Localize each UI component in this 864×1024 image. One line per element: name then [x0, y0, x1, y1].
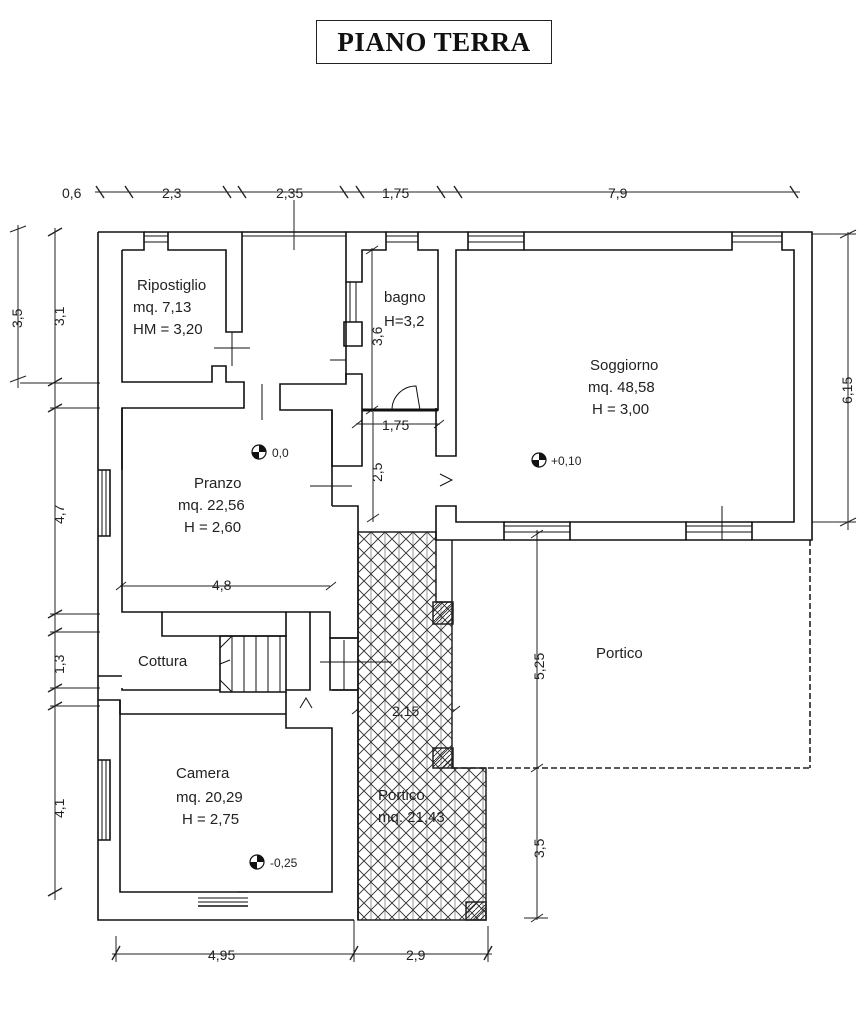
dim-top-1: 0,6	[62, 185, 82, 201]
level-marker-pranzo	[251, 444, 267, 460]
level-soggiorno: +0,10	[551, 454, 582, 468]
dim-bagno-height: 3,6	[369, 326, 385, 346]
dim-corridor-length: 2,5	[369, 462, 385, 482]
soggiorno-name: Soggiorno	[590, 357, 658, 374]
dim-left-3: 4,7	[51, 504, 67, 524]
level-marker-soggiorno	[531, 452, 547, 468]
level-labels: 0,0 +0,10 -0,25	[270, 446, 582, 870]
dim-bottom-2: 2,9	[406, 947, 426, 963]
pranzo-height: H = 2,60	[184, 519, 241, 536]
dim-top-5: 7,9	[608, 185, 628, 201]
portico-open-name: Portico	[596, 645, 643, 662]
plan-title: PIANO TERRA	[316, 20, 552, 64]
pranzo-name: Pranzo	[194, 475, 242, 492]
covered-portico-floor	[357, 531, 487, 921]
soggiorno-area: mq. 48,58	[588, 379, 655, 396]
dim-left-1: 3,5	[9, 308, 25, 328]
dim-right: 6,15	[839, 377, 855, 404]
dim-top-4: 1,75	[382, 185, 409, 201]
dim-top-2: 2,3	[162, 185, 182, 201]
portico-covered-name: Portico	[378, 787, 425, 804]
level-pranzo: 0,0	[272, 446, 289, 460]
open-portico-outline	[452, 540, 811, 769]
dimension-lines	[9, 185, 857, 962]
camera-name: Camera	[176, 765, 230, 782]
portico-covered-area: mq. 21,43	[378, 809, 445, 826]
bagno-height: H=3,2	[384, 313, 424, 330]
dim-left-5: 4,1	[51, 798, 67, 818]
dim-corridor-width: 1,75	[382, 417, 409, 433]
dim-portico-depth: 5,25	[531, 653, 547, 680]
dimension-labels: 0,6 2,3 2,35 1,75 7,9 3,5 3,1 4,7 1,3 4,…	[9, 185, 855, 963]
level-camera: -0,25	[270, 856, 298, 870]
pranzo-area: mq. 22,56	[178, 497, 245, 514]
room-labels: Ripostiglio mq. 7,13 HM = 3,20 bagno H=3…	[133, 277, 658, 828]
ripostiglio-height: HM = 3,20	[133, 321, 203, 338]
dim-covered-portico-width: 2,15	[392, 703, 419, 719]
camera-area: mq. 20,29	[176, 789, 243, 806]
level-marker-camera	[249, 854, 265, 870]
walls	[97, 231, 813, 921]
dim-pranzo-width: 4,8	[212, 577, 232, 593]
dim-bottom-1: 4,95	[208, 947, 235, 963]
bagno-door	[362, 385, 438, 412]
bagno-name: bagno	[384, 289, 426, 306]
dim-left-2: 3,1	[51, 306, 67, 326]
ripostiglio-name: Ripostiglio	[137, 277, 206, 294]
dim-lower-portico-depth: 3,5	[531, 838, 547, 858]
ripostiglio-area: mq. 7,13	[133, 299, 191, 316]
door-markers	[214, 332, 723, 709]
cottura-name: Cottura	[138, 653, 188, 670]
windows	[101, 235, 782, 903]
camera-height: H = 2,75	[182, 811, 239, 828]
staircase	[219, 635, 281, 693]
dim-top-3: 2,35	[276, 185, 303, 201]
soggiorno-height: H = 3,00	[592, 401, 649, 418]
dim-left-4: 1,3	[51, 654, 67, 674]
